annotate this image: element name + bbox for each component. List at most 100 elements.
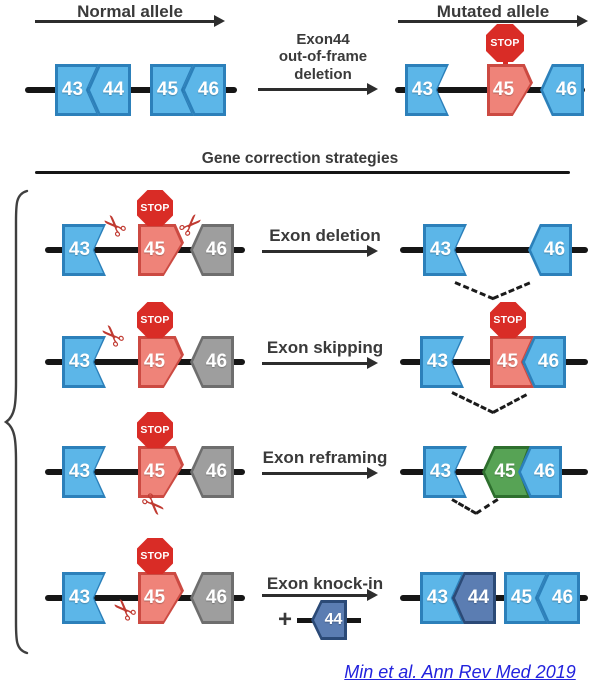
exon-45-mutated: 45 bbox=[487, 64, 533, 116]
curly-brace-path bbox=[3, 189, 29, 655]
exon-label: 44 bbox=[467, 587, 490, 608]
exon-label: 46 bbox=[533, 461, 556, 482]
exon-45-mutated: 45 bbox=[138, 446, 184, 498]
exon-label: 43 bbox=[429, 461, 452, 482]
stop-sign-icon: STOP bbox=[137, 538, 173, 574]
stop-label: STOP bbox=[140, 314, 170, 326]
exon-label: 43 bbox=[68, 351, 91, 372]
exon-label: 43 bbox=[68, 587, 91, 608]
row1-label: Exon deletion bbox=[269, 226, 381, 245]
exon-label: 45 bbox=[494, 461, 516, 482]
exon-label: 46 bbox=[197, 79, 220, 100]
exon-label: 45 bbox=[156, 79, 179, 100]
row1-arrow bbox=[262, 245, 378, 257]
exon-label: 43 bbox=[61, 79, 84, 100]
exon-46: 46 bbox=[182, 64, 226, 116]
splice-dash bbox=[451, 391, 495, 415]
section-title: Gene correction strategies bbox=[201, 150, 399, 167]
insert-line-left bbox=[297, 618, 313, 623]
stop-label: STOP bbox=[493, 314, 523, 326]
section-rule bbox=[35, 171, 570, 174]
stop-label: STOP bbox=[140, 550, 170, 562]
mutated-allele-title: Mutated allele bbox=[436, 2, 550, 21]
mutated-allele-arrow bbox=[398, 15, 588, 27]
row4-label: Exon knock-in bbox=[266, 574, 384, 593]
exon-43: 43 bbox=[423, 446, 467, 498]
exon-43: 43 bbox=[62, 336, 106, 388]
normal-dna-line bbox=[25, 87, 237, 93]
exon-label: 45 bbox=[510, 587, 533, 608]
exon-label: 46 bbox=[537, 351, 560, 372]
exon-43: 43 bbox=[420, 336, 464, 388]
normal-allele-arrow bbox=[35, 15, 225, 27]
exon-label: 45 bbox=[143, 587, 166, 608]
exon-label: 46 bbox=[551, 587, 574, 608]
exon-46: 46 bbox=[536, 572, 580, 624]
exon-46: 46 bbox=[190, 572, 234, 624]
stop-sign-icon: STOP bbox=[137, 302, 173, 338]
transition-line-2: out-of-frame bbox=[278, 48, 368, 66]
exon-label: 46 bbox=[205, 239, 228, 260]
exon-label: 45 bbox=[492, 79, 515, 100]
splice-dash bbox=[492, 281, 531, 300]
transition-line-1: Exon44 bbox=[296, 31, 350, 48]
exon-43: 43 bbox=[405, 64, 449, 116]
stop-sign-icon: STOP bbox=[137, 412, 173, 448]
splice-dash bbox=[475, 498, 499, 515]
row3-label: Exon reframing bbox=[262, 448, 388, 467]
exon-label: 43 bbox=[68, 239, 91, 260]
row4-arrow bbox=[262, 589, 378, 601]
transition-arrow bbox=[258, 83, 378, 95]
splice-dash bbox=[451, 498, 477, 515]
exon-label: 46 bbox=[543, 239, 566, 260]
stop-label: STOP bbox=[140, 424, 170, 436]
row2-label: Exon skipping bbox=[266, 338, 384, 357]
exon-label: 43 bbox=[429, 239, 452, 260]
exon-43: 43 bbox=[55, 64, 99, 116]
exon-label: 46 bbox=[205, 587, 228, 608]
exon-label: 46 bbox=[555, 79, 578, 100]
exon-45-mutated: 45 bbox=[138, 572, 184, 624]
stop-sign-icon: STOP bbox=[490, 302, 526, 338]
exon-45-mutated: 45 bbox=[138, 336, 184, 388]
exon-45-mutated: 45 bbox=[138, 224, 184, 276]
exon-43: 43 bbox=[62, 224, 106, 276]
exon-46: 46 bbox=[518, 446, 562, 498]
exon-label: 43 bbox=[68, 461, 91, 482]
exon-label: 45 bbox=[143, 239, 166, 260]
splice-dash bbox=[454, 281, 495, 301]
exon-label: 45 bbox=[143, 351, 166, 372]
exon-46: 46 bbox=[190, 446, 234, 498]
stop-sign-icon: STOP bbox=[486, 24, 524, 62]
exon-label: 43 bbox=[426, 351, 449, 372]
exon-43: 43 bbox=[62, 572, 106, 624]
exon-46: 46 bbox=[540, 64, 584, 116]
normal-allele-title: Normal allele bbox=[77, 2, 183, 21]
row1-right-dna-line bbox=[400, 247, 588, 253]
exon-45-reframed: 45 bbox=[482, 446, 530, 498]
exon-label: 44 bbox=[102, 79, 125, 100]
exon-label: 46 bbox=[205, 461, 228, 482]
exon-46: 46 bbox=[190, 224, 234, 276]
exon-label: 43 bbox=[426, 587, 449, 608]
exon-43: 43 bbox=[423, 224, 467, 276]
row3-arrow bbox=[262, 467, 378, 479]
stop-label: STOP bbox=[140, 202, 170, 214]
insert-line-right bbox=[345, 618, 361, 623]
plus-sign: + bbox=[278, 606, 293, 633]
exon-label: 44 bbox=[324, 611, 343, 628]
exon-label: 45 bbox=[143, 461, 166, 482]
curly-brace-icon bbox=[3, 189, 29, 655]
transition-line-3: deletion bbox=[294, 65, 352, 83]
exon-43: 43 bbox=[62, 446, 106, 498]
transition-label: Exon44 out-of-frame deletion bbox=[253, 31, 393, 83]
citation-link[interactable]: Min et al. Ann Rev Med 2019 bbox=[344, 662, 576, 682]
exon-label: 45 bbox=[496, 351, 519, 372]
exon-44-insert: 44 bbox=[311, 600, 347, 640]
row2-arrow bbox=[262, 357, 378, 369]
exon-46: 46 bbox=[190, 336, 234, 388]
stop-label: STOP bbox=[490, 37, 520, 49]
exon-label: 43 bbox=[411, 79, 434, 100]
exon-46: 46 bbox=[522, 336, 566, 388]
